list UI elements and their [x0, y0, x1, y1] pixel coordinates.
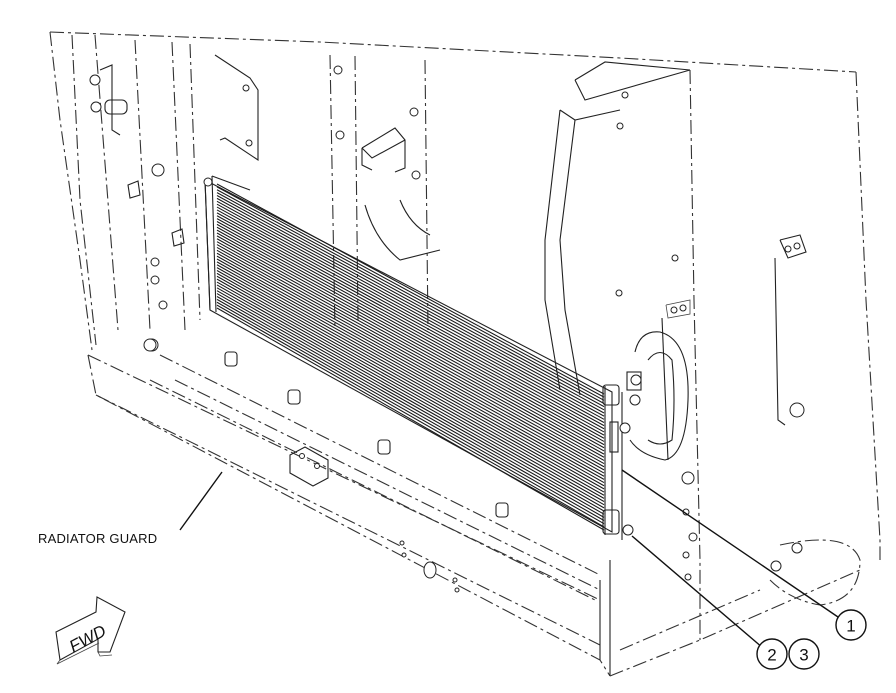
left-hinge-bracket — [89, 64, 185, 352]
callout-1: 1 — [835, 609, 867, 641]
callout-2: 2 — [756, 638, 788, 670]
callout-2-number: 2 — [767, 646, 776, 665]
upper-brackets — [214, 54, 441, 261]
forward-arrow-icon: FWD — [55, 596, 126, 665]
radiator-guard-label: RADIATOR GUARD — [38, 531, 158, 546]
callout-1-number: 1 — [846, 617, 855, 636]
radiator-core — [203, 175, 634, 540]
radiator-guard — [87, 338, 861, 677]
callout-3: 3 — [788, 638, 820, 670]
leader-lines — [179, 469, 839, 649]
radiator-fins — [216, 183, 605, 531]
housing-outline — [49, 31, 881, 640]
fwd-label: FWD — [66, 621, 109, 656]
right-shroud — [544, 91, 807, 542]
callout-3-number: 3 — [799, 646, 808, 665]
